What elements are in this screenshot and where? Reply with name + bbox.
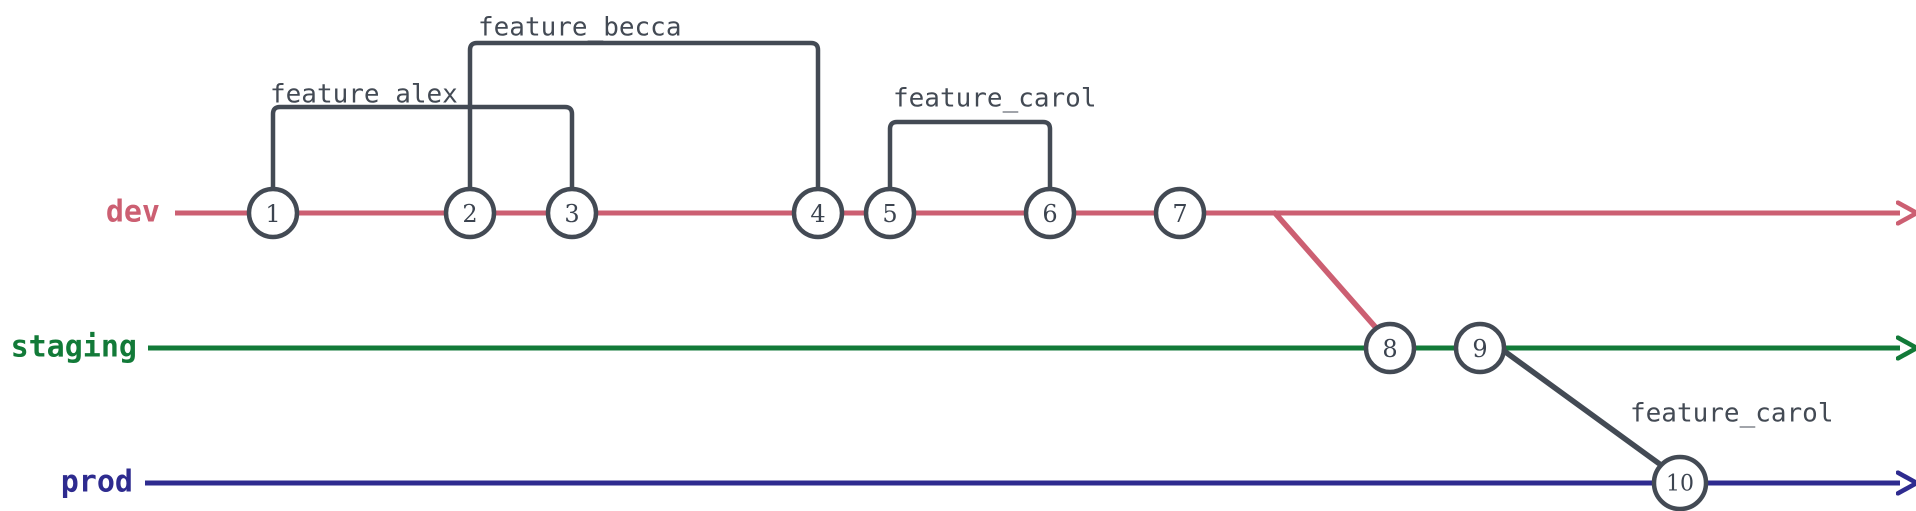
- feature-label-carol-prod: feature_carol: [1630, 399, 1834, 429]
- commit-node-circle: [1363, 321, 1417, 375]
- commit-node-label: 9: [1472, 335, 1487, 363]
- feature-label-carol: feature_carol: [893, 84, 1097, 114]
- commit-node[interactable]: 8: [1363, 321, 1417, 375]
- feature-branch-labels: feature_alex feature_becca feature_carol…: [270, 13, 1834, 429]
- branch-line-staging-to-prod[interactable]: [1497, 345, 1675, 476]
- commit-node[interactable]: 7: [1153, 186, 1207, 240]
- branch-labels: dev staging prod: [11, 195, 160, 500]
- commit-node-circle: [1023, 186, 1077, 240]
- commit-node[interactable]: 4: [791, 186, 845, 240]
- commit-node-circle: [443, 186, 497, 240]
- branch-label-staging: staging: [11, 330, 137, 365]
- commit-node-label: 2: [462, 200, 477, 228]
- commit-node-label: 8: [1382, 335, 1397, 363]
- merge-line-dev-to-staging[interactable]: [1272, 210, 1388, 341]
- commit-node-circle: [791, 186, 845, 240]
- feature-label-alex: feature_alex: [270, 80, 458, 110]
- commit-node[interactable]: 9: [1453, 321, 1507, 375]
- commit-node-circle: [863, 186, 917, 240]
- commit-node[interactable]: 5: [863, 186, 917, 240]
- commit-node[interactable]: 2: [443, 186, 497, 240]
- commit-node-label: 10: [1666, 472, 1694, 497]
- commit-node-circle: [545, 186, 599, 240]
- feature-bracket-alex[interactable]: [270, 104, 575, 198]
- commit-node[interactable]: 10: [1651, 454, 1709, 511]
- branch-lines: [145, 213, 1900, 483]
- commit-node-label: 7: [1172, 200, 1187, 228]
- commit-node-circle: [1453, 321, 1507, 375]
- feature-bracket-becca[interactable]: [467, 40, 821, 198]
- branch-label-prod: prod: [61, 465, 133, 500]
- commit-nodes: 1 2 3 4 5 6 7 8 9 10: [246, 186, 1709, 511]
- commit-node[interactable]: 1: [246, 186, 300, 240]
- commit-node-label: 3: [564, 200, 579, 228]
- feature-brackets: [270, 40, 1053, 198]
- commit-node-label: 6: [1042, 200, 1057, 228]
- branch-label-dev: dev: [106, 195, 160, 230]
- commit-node-circle: [246, 186, 300, 240]
- commit-node-label: 4: [810, 200, 825, 228]
- commit-node-label: 1: [265, 200, 280, 228]
- commit-node-label: 5: [882, 200, 897, 228]
- merge-lines: [1272, 210, 1675, 476]
- commit-node[interactable]: 3: [545, 186, 599, 240]
- feature-bracket-carol[interactable]: [887, 119, 1053, 198]
- feature-label-becca: feature_becca: [478, 13, 682, 43]
- commit-node[interactable]: 6: [1023, 186, 1077, 240]
- commit-node-circle: [1651, 454, 1709, 511]
- commit-node-circle: [1153, 186, 1207, 240]
